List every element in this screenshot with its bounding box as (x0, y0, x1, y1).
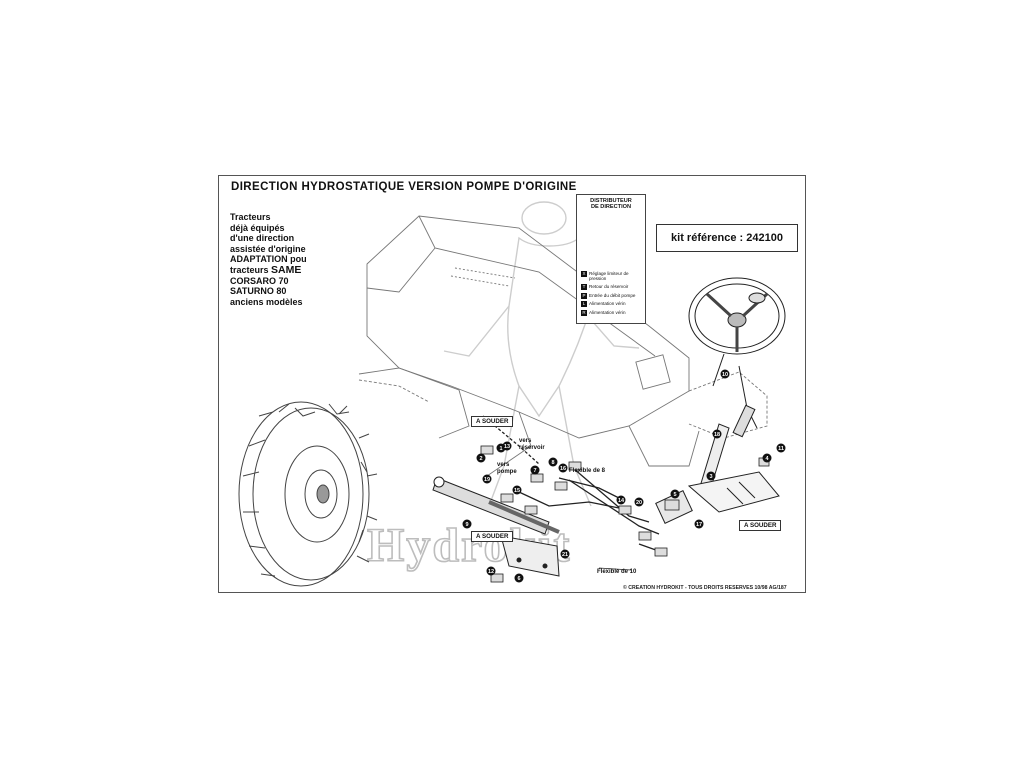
distributor-title-line: DE DIRECTION (590, 204, 632, 211)
part-number-16: 16 (558, 463, 568, 473)
part-number-10: 10 (720, 369, 730, 379)
part-number-3: 3 (706, 471, 716, 481)
svg-text:14: 14 (618, 498, 625, 504)
part-number-8: 8 (548, 457, 558, 467)
part-number-4: 4 (762, 453, 772, 463)
fittings (480, 445, 770, 583)
svg-text:18: 18 (714, 432, 720, 438)
svg-text:17: 17 (696, 522, 702, 528)
svg-text:10: 10 (722, 372, 728, 378)
part-number-21: 21 (560, 549, 570, 559)
part-number-5: 5 (670, 489, 680, 499)
intro-model: SATURNO 80 (230, 286, 287, 297)
legend-key: X (581, 271, 587, 277)
svg-text:19: 19 (484, 477, 490, 483)
exploded-view-drawing: Hydrokit (238, 201, 786, 587)
rear-wheel (238, 401, 378, 587)
svg-text:2: 2 (479, 456, 482, 462)
svg-text:15: 15 (514, 488, 520, 494)
part-number-7: 7 (530, 465, 540, 475)
svg-text:6: 6 (517, 576, 520, 582)
intro-line: Tracteurs (230, 212, 271, 222)
part-number-11: 11 (776, 443, 786, 453)
svg-text:9: 9 (465, 522, 468, 528)
hydraulic-cylinder (432, 476, 560, 577)
steering-column (655, 404, 780, 524)
part-number-14: 14 (616, 495, 626, 505)
part-number-19: 19 (482, 474, 492, 484)
intro-model: anciens modèles (230, 296, 303, 307)
part-number-13: 13 (502, 441, 512, 451)
flexible-8-label: Flexible de 8 (569, 468, 606, 474)
svg-text:4: 4 (765, 456, 769, 462)
diagram-title: DIRECTION HYDROSTATIQUE VERSION POMPE D'… (231, 181, 577, 193)
intro-text: Tracteurs déjà équipés d'une direction a… (230, 212, 307, 307)
legend-text: Réglage limiteur de pression (589, 271, 629, 282)
intro-brand-prefix: tracteurs (230, 264, 272, 275)
svg-text:3: 3 (709, 474, 712, 480)
part-number-2: 2 (476, 453, 486, 463)
legend-text: Alimentation vérin (589, 301, 626, 307)
vers-pompe-label: vers pompe (497, 462, 517, 475)
part-number-6: 6 (514, 573, 524, 583)
a-souder-label: A SOUDER (471, 531, 514, 542)
part-number-18: 18 (712, 429, 722, 439)
legend-key: T (581, 284, 587, 291)
diagram-sheet: Hydrokit (218, 175, 806, 593)
svg-text:21: 21 (562, 552, 568, 558)
intro-line: d'une direction (230, 233, 295, 244)
svg-text:12: 12 (488, 569, 494, 575)
intro-brand-line: tracteurs SAME (230, 265, 307, 276)
svg-text:8: 8 (551, 460, 554, 466)
svg-text:13: 13 (504, 444, 510, 450)
vers-reservoir-label: vers réservoir (519, 438, 545, 451)
kit-reference: kit référence : 242100 (656, 224, 798, 252)
intro-line: assistée d'origine (230, 243, 306, 254)
flexible-10-label: Flexible de 10 (597, 569, 637, 575)
svg-text:20: 20 (636, 500, 642, 506)
part-number-15: 15 (512, 485, 522, 495)
part-number-12: 12 (486, 566, 496, 576)
tractor-body (358, 215, 768, 477)
intro-line: ADAPTATION pou (230, 254, 307, 265)
distributor-title-line: DISTRIBUTEUR (590, 198, 632, 204)
hydraulic-hoses (482, 415, 668, 571)
intro-model: CORSARO 70 (230, 275, 289, 286)
svg-text:1: 1 (499, 446, 502, 452)
intro-line: déjà équipés (230, 222, 285, 233)
intro-brand: SAME (271, 263, 302, 276)
a-souder-label: A SOUDER (471, 416, 514, 427)
a-souder-label: A SOUDER (739, 520, 782, 531)
legend-key: R (581, 309, 587, 316)
copyright-notice: © CREATION HYDROKIT - TOUS DROITS RESERV… (623, 585, 787, 591)
part-number-17: 17 (694, 519, 704, 529)
legend-text: Alimentation vérin (589, 309, 626, 315)
distributor-title: DISTRIBUTEUR DE DIRECTION (577, 198, 645, 210)
part-number-9: 9 (462, 519, 472, 529)
legend-text: Entrée du débit pompe (589, 292, 636, 298)
steering-wheel (688, 277, 786, 429)
svg-text:5: 5 (673, 492, 676, 498)
part-number-20: 20 (634, 497, 644, 507)
svg-text:11: 11 (778, 446, 784, 452)
svg-text:16: 16 (560, 466, 566, 472)
legend-text: Retour du réservoir (589, 284, 629, 290)
svg-text:7: 7 (533, 468, 536, 474)
legend-key: L (581, 301, 587, 308)
legend-key: P (581, 292, 587, 299)
